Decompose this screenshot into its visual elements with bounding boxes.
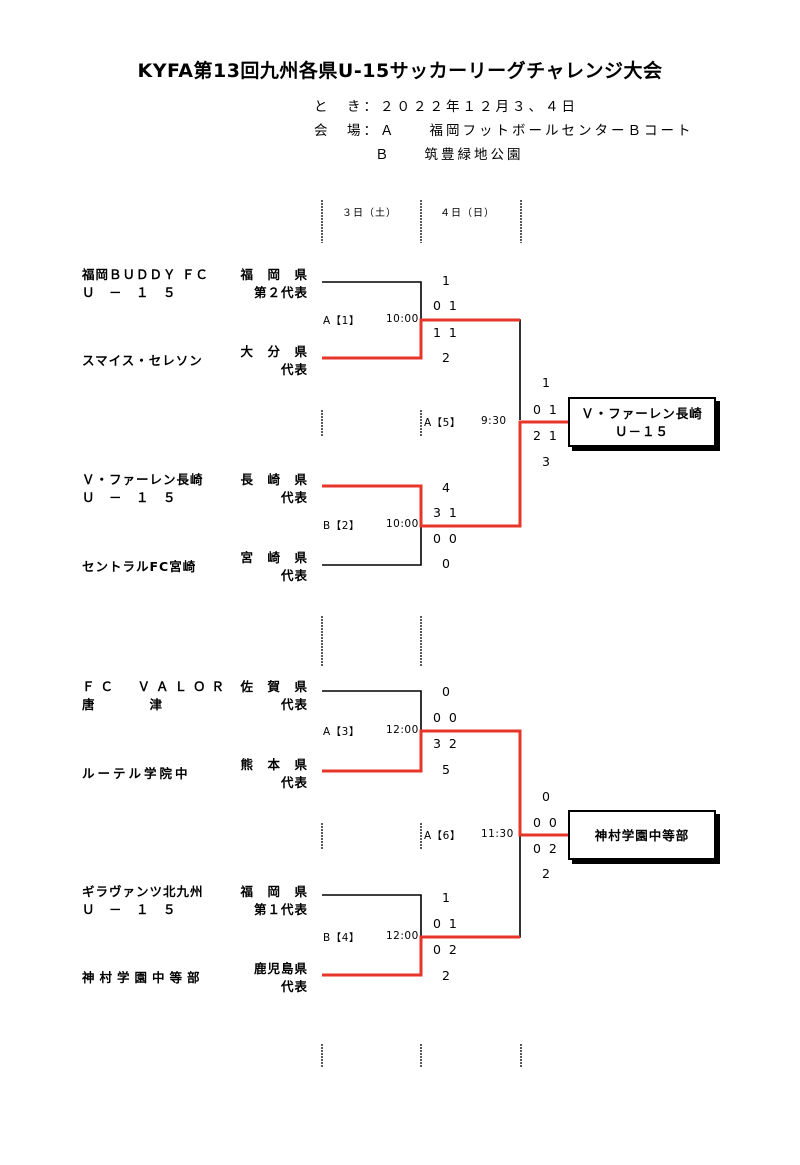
- match-6-top-total: 0: [542, 789, 552, 804]
- match-3-time: 12:00: [386, 724, 419, 736]
- team-4-pref: 宮 崎 県: [240, 550, 308, 565]
- match-5-time: 9:30: [481, 415, 507, 427]
- winner-box-b: 神村学園中等部: [568, 810, 716, 860]
- match-4-label: B【4】: [323, 932, 360, 944]
- match-3-bottom-total: 5: [442, 762, 452, 777]
- team-2-rep: 代表: [280, 362, 308, 377]
- venue-b-line: Ｂ 筑豊緑地公園: [375, 147, 524, 163]
- winning-paths: [322, 318, 568, 977]
- match-2-bottom-total: 0: [442, 556, 452, 571]
- match-4-top-halves: 0 1: [433, 916, 459, 931]
- team-6-pref: 熊 本 県: [240, 757, 308, 772]
- match-1-bottom-halves: 1 1: [433, 325, 459, 340]
- winner-a-line1: Ｖ・ファーレン長崎: [581, 406, 703, 421]
- match-6-bottom-total: 2: [542, 866, 552, 881]
- match-3-top-halves: 0 0: [433, 710, 459, 725]
- match-2-bottom-halves: 0 0: [433, 531, 459, 546]
- team-2-pref: 大 分 県: [240, 344, 308, 359]
- team-8-name: 神村学園中等部: [82, 970, 205, 985]
- team-7-name: ギラヴァンツ北九州: [82, 884, 204, 899]
- team-3-pref: 長 崎 県: [240, 472, 308, 487]
- team-5-name: ＦＣ ＶＡＬＯＲ: [82, 679, 231, 694]
- team-6-rep: 代表: [280, 775, 308, 790]
- match-6-top-halves: 0 0: [533, 815, 559, 830]
- match-1-bottom-total: 2: [442, 350, 452, 365]
- match-1-label: A【1】: [323, 315, 360, 327]
- team-1-rep: 第２代表: [253, 285, 308, 300]
- match-3-bottom-halves: 3 2: [433, 736, 459, 751]
- match-1-time: 10:00: [386, 313, 419, 325]
- match-5-bottom-total: 3: [542, 454, 552, 469]
- team-8-rep: 代表: [280, 979, 308, 994]
- match-3-label: A【3】: [323, 726, 360, 738]
- team-2-name: スマイス・セレソン: [82, 353, 203, 368]
- match-3-top-total: 0: [442, 684, 452, 699]
- team-3-rep: 代表: [280, 490, 308, 505]
- venue-a-line: 会 場：Ａ 福岡フットボールセンターＢコート: [314, 123, 694, 139]
- match-2-top-total: 4: [442, 480, 452, 495]
- match-6-label: A【6】: [424, 830, 461, 842]
- match-1-top-total: 1: [442, 273, 452, 288]
- team-5-rep: 代表: [280, 697, 308, 712]
- team-1-name: 福岡ＢＵＤＤＹ ＦＣ: [82, 267, 209, 282]
- team-4-rep: 代表: [280, 568, 308, 583]
- match-5-top-total: 1: [542, 375, 552, 390]
- team-7-suffix: Ｕ － １ ５: [82, 902, 177, 917]
- date-line: と き：２０２２年１２月３、４日: [314, 99, 578, 115]
- match-4-bottom-halves: 0 2: [433, 942, 459, 957]
- match-4-top-total: 1: [442, 890, 452, 905]
- match-2-top-halves: 3 1: [433, 505, 459, 520]
- team-4-name: セントラルFC宮崎: [82, 559, 197, 574]
- match-6-time: 11:30: [481, 828, 514, 840]
- match-1-top-halves: 0 1: [433, 298, 459, 313]
- winner-b-line1: 神村学園中等部: [594, 828, 690, 843]
- column-dividers: [321, 200, 522, 1068]
- page-title: KYFA第13回九州各県U-15サッカーリーグチャレンジ大会: [137, 60, 663, 82]
- team-7-pref: 福 岡 県: [240, 884, 308, 899]
- winner-box-a: Ｖ・ファーレン長崎 Ｕ－１５: [568, 397, 716, 447]
- team-5-pref: 佐 賀 県: [240, 679, 308, 694]
- team-3-suffix: Ｕ － １ ５: [82, 490, 177, 505]
- match-2-label: B【2】: [323, 520, 360, 532]
- team-3-name: Ｖ・ファーレン長崎: [82, 472, 204, 487]
- match-5-bottom-halves: 2 1: [533, 428, 559, 443]
- team-8-pref: 鹿児島県: [253, 961, 308, 976]
- team-1-pref: 福 岡 県: [240, 267, 308, 282]
- team-6-name: ルーテル学院中: [82, 766, 191, 781]
- match-6-bottom-halves: 0 2: [533, 841, 559, 856]
- team-7-rep: 第１代表: [253, 902, 308, 917]
- day-header-sat: ３日（土）: [342, 208, 397, 219]
- match-4-bottom-total: 2: [442, 968, 452, 983]
- winner-a-line2: Ｕ－１５: [614, 424, 669, 439]
- match-5-label: A【5】: [424, 417, 461, 429]
- match-2-time: 10:00: [386, 518, 419, 530]
- team-5-suffix: 唐 津: [82, 697, 164, 712]
- day-header-sun: ４日（日）: [440, 208, 495, 219]
- team-1-suffix: Ｕ － １ ５: [82, 285, 177, 300]
- match-4-time: 12:00: [386, 930, 419, 942]
- match-5-top-halves: 0 1: [533, 402, 559, 417]
